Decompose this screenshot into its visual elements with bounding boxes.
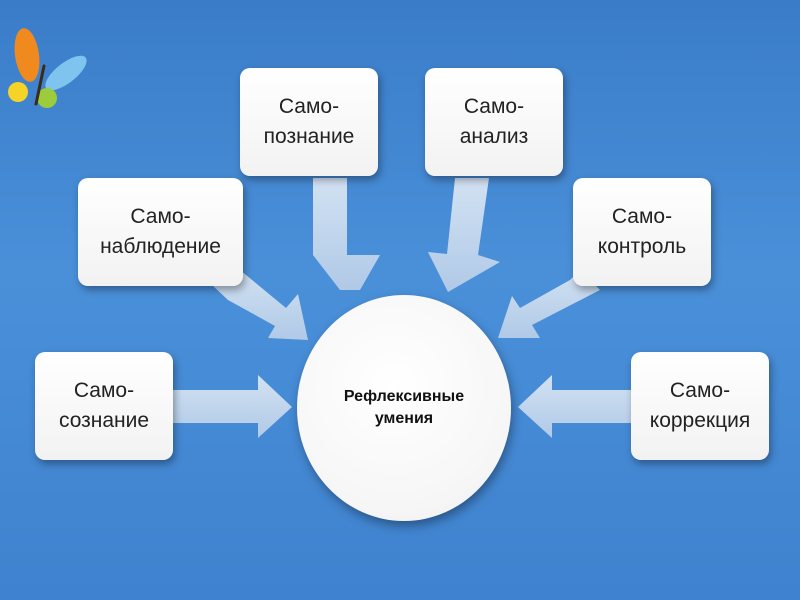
node-samopoznanie-line2: познание [263,125,355,148]
node-samoanaliz-line1: Само- [463,95,525,118]
center-node-line1: Рефлексивные [343,388,465,405]
node-samonabludenie-line1: Само- [130,205,191,228]
node-samokontrol-line1: Само- [611,205,673,228]
node-samosoznanie-line2: сознание [58,409,150,432]
node-samokontrol-line2: контроль [597,235,687,258]
node-samonabludenie-line2: наблюдение [100,235,221,258]
arrow-samopoznanie [313,178,380,290]
butterfly-logo-icon [8,28,87,108]
node-samokorrekcia: Само- коррекция [631,352,769,460]
arrow-samokontrol [498,270,600,338]
node-samosoznanie-line1: Само- [73,379,135,402]
logo-orange-wing [14,28,40,82]
node-samokorrekcia-line1: Само- [669,379,731,402]
node-samoanaliz-line2: анализ [459,125,529,148]
node-samopoznanie-line1: Само- [278,95,340,118]
node-samokorrekcia-line2: коррекция [649,409,751,432]
logo-body [34,64,46,106]
arrow-samokorrekcia [518,375,632,438]
arrow-samoanaliz [428,178,500,292]
center-node-line2: умения [374,410,434,427]
node-samokontrol: Само- контроль [573,178,711,286]
node-samosoznanie: Само- сознание [35,352,173,460]
logo-blue-wing [45,55,87,91]
node-samoanaliz: Само- анализ [425,68,563,176]
logo-yellow-dot [8,82,28,102]
arrow-samosoznanie [172,375,292,438]
node-samopoznanie: Само- познание [240,68,378,176]
center-node: Рефлексивные умения [297,295,511,521]
node-samonabludenie: Само- наблюдение [78,178,243,286]
arrow-samonabludenie [212,270,308,340]
logo-green-dot [37,88,57,108]
